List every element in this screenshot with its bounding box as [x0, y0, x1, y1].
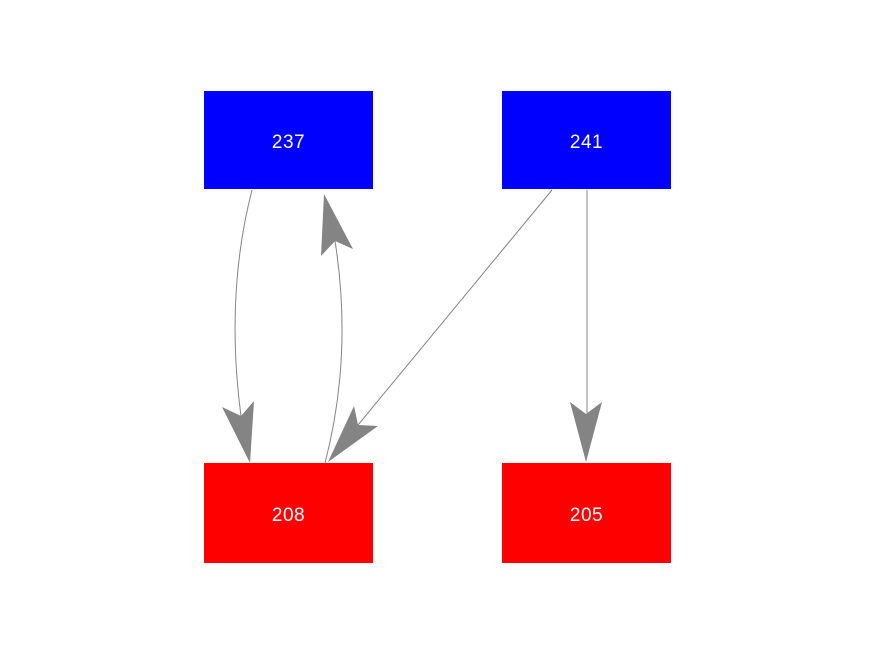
node-205: 205: [502, 463, 671, 563]
node-237: 237: [204, 91, 373, 189]
node-208: 208: [204, 463, 373, 563]
arrowhead-241-to-205: [570, 402, 602, 462]
node-241-label: 241: [569, 131, 604, 153]
arrowhead-237-to-208: [222, 401, 254, 463]
edge-237-to-208: [234, 189, 253, 417]
node-237-label: 237: [271, 131, 306, 153]
edge-208-to-237: [324, 240, 343, 464]
edge-241-to-208: [357, 189, 553, 426]
node-241: 241: [502, 91, 671, 189]
arrowhead-241-to-208: [328, 406, 378, 462]
node-208-label: 208: [271, 504, 306, 526]
node-205-label: 205: [569, 504, 604, 526]
arrowhead-208-to-237: [321, 194, 353, 256]
